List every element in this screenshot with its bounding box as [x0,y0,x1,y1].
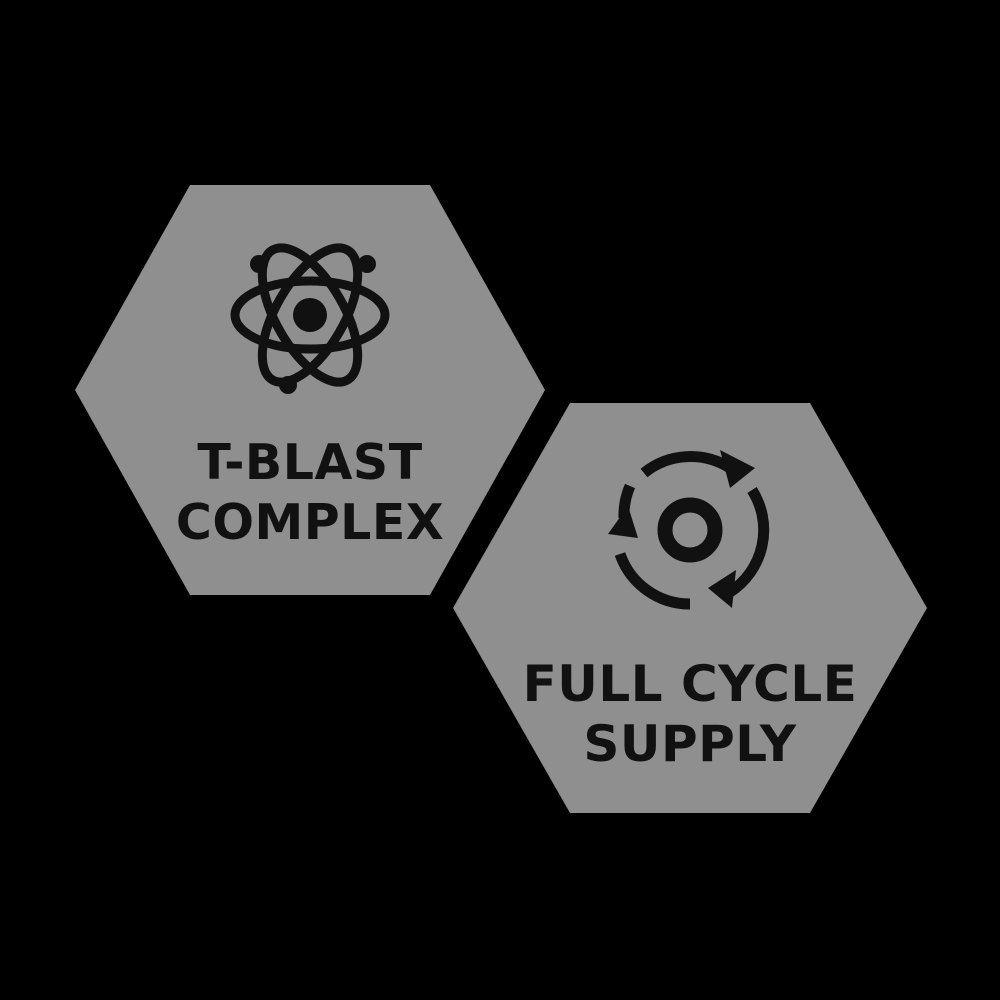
cycle-arrows-icon [608,450,770,610]
hexagon-left [75,185,545,595]
badge-left-line-1: T-BLAST [197,434,423,491]
badge-right-line-2: SUPPLY [583,715,797,773]
badge-label-right: FULL CYCLE SUPPLY [453,654,927,774]
hexagon-right [453,403,927,813]
badge-right-line-1: FULL CYCLE [522,655,858,713]
badge-left-line-2: COMPLEX [175,494,445,551]
badge-label-left: T-BLAST COMPLEX [75,433,545,553]
